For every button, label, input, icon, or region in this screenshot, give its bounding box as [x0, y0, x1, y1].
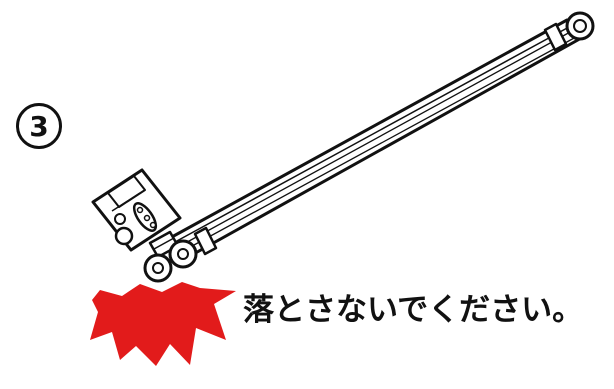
carriage-detail-line: [111, 192, 141, 212]
rail-end-cap-bottom: [193, 226, 218, 256]
rail-inner-line-2: [182, 36, 577, 252]
warning-message: 落とさないでください。: [243, 292, 584, 328]
carriage-bracket-line: [153, 237, 175, 250]
rail-top-edge: [174, 26, 570, 243]
carriage-hole-large: [114, 226, 134, 246]
impact-burst: [90, 282, 236, 366]
impact-burst-shape: [90, 282, 236, 366]
carriage-slot-hole-1: [136, 206, 144, 214]
step-number-badge: 3: [16, 103, 62, 149]
rail-inner-line-1: [179, 30, 573, 247]
lower-roller-hub-right: [177, 248, 189, 260]
top-roller-hub: [573, 19, 587, 33]
rail-assembly: [91, 11, 595, 283]
lower-roller-hub-left: [152, 262, 164, 274]
carriage-top-face: [107, 175, 146, 208]
carriage-hole-small: [114, 213, 126, 225]
step-number-label: 3: [29, 109, 49, 143]
rail-end-cap-top: [543, 22, 568, 52]
carriage-slot-hole-2: [143, 214, 151, 222]
carriage-slot-hole-3: [149, 221, 157, 229]
